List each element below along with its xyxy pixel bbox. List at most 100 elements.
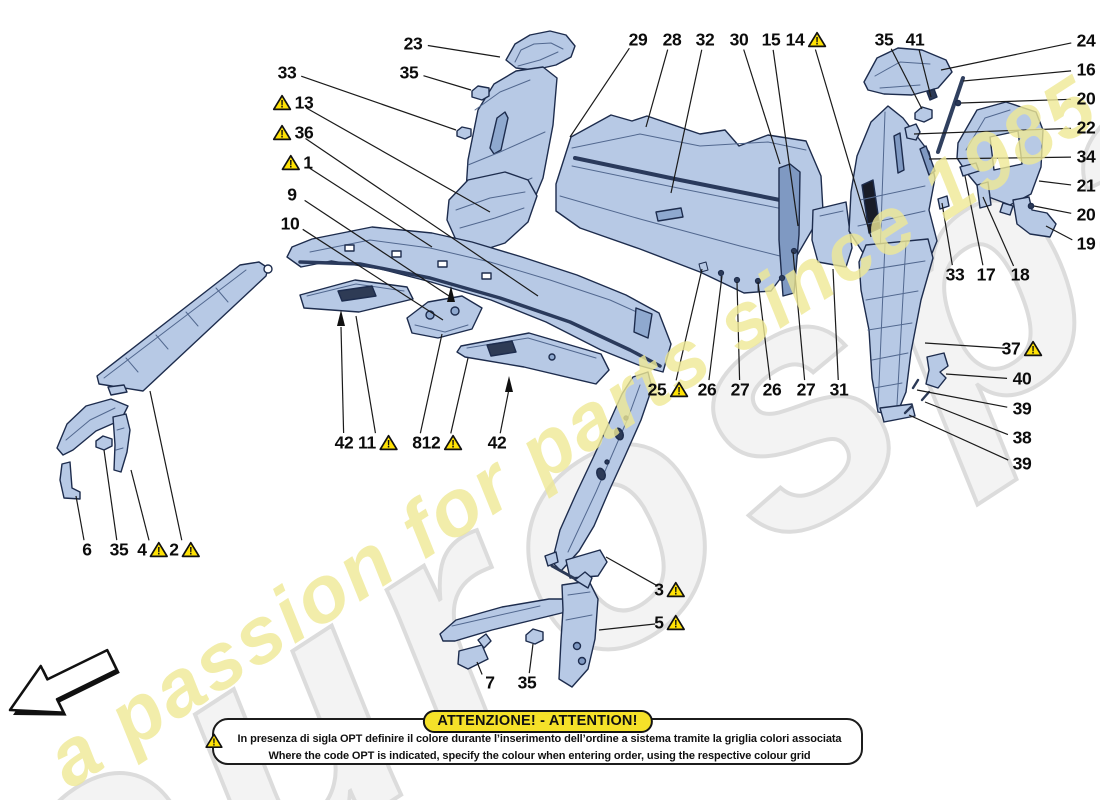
callout-number: 35 (399, 62, 419, 83)
svg-text:!: ! (387, 439, 391, 451)
part-cube-35c (914, 106, 933, 123)
part-bracket-40 (925, 352, 949, 389)
svg-text:!: ! (815, 36, 819, 48)
callout-32-10: 32 (696, 31, 715, 49)
leader-line-4 (130, 469, 150, 541)
leader-line-28 (645, 49, 669, 128)
callout-number: 4 (137, 539, 147, 560)
leader-line-24 (940, 42, 1072, 71)
svg-text:!: ! (677, 386, 681, 398)
leader-line-26 (757, 281, 771, 381)
callout-number: 39 (1012, 453, 1032, 474)
callout-number: 16 (1076, 59, 1096, 80)
warning-icon: ! (272, 95, 292, 112)
warning-icon: ! (379, 435, 398, 452)
callout-number: 35 (109, 539, 129, 560)
callout-number: 18 (1010, 264, 1030, 285)
part-visor-trim-4 (56, 398, 131, 473)
leader-line-37 (924, 342, 1008, 349)
leader-line-27 (792, 251, 806, 381)
callout-number: 7 (485, 672, 495, 693)
part-clip-22 (904, 123, 921, 141)
leader-line-1 (309, 167, 433, 248)
part-pin-38 (920, 390, 931, 402)
attention-title: ATTENZIONE! - ATTENTION! (422, 710, 653, 733)
callout-number: 32 (695, 29, 715, 50)
leader-line-3 (605, 556, 657, 586)
callout-39-29: 39 (1013, 400, 1032, 418)
callout-number: 24 (1076, 30, 1096, 51)
part-clip-18 (976, 181, 992, 209)
leader-line-20 (960, 98, 1072, 104)
part-sun-visor-right (456, 332, 610, 385)
callout-number: 21 (1076, 175, 1096, 196)
leader-line-33 (941, 202, 953, 266)
callout-42-38: 42 (335, 434, 354, 452)
leader-line-23 (427, 44, 501, 58)
part-clip-33 (937, 195, 950, 210)
leader-line-42 (340, 326, 345, 434)
leader-line-42 (499, 383, 511, 434)
svg-text:!: ! (674, 586, 678, 598)
callout-27-36: 27 (797, 381, 816, 399)
leader-line-32 (670, 49, 703, 194)
svg-text:!: ! (289, 159, 293, 171)
callout-number: 26 (762, 379, 782, 400)
warning-icon: ! (205, 733, 223, 749)
callout-number: 2 (169, 539, 179, 560)
leader-line-6 (75, 495, 85, 541)
leader-line-35 (103, 449, 118, 541)
callout-5-48: 5! (654, 612, 686, 633)
part-parcel-cap (863, 47, 953, 96)
callout-number: 3 (654, 579, 664, 600)
part-headliner (286, 226, 672, 373)
callout-2-46: 2! (169, 539, 201, 560)
callout-31-37: 31 (830, 381, 849, 399)
callout-34-20: 34 (1077, 148, 1096, 166)
callout-number: 12 (421, 432, 441, 453)
leader-line-35 (890, 48, 923, 110)
leader-line-26 (708, 275, 723, 381)
part-cube-35e (525, 628, 544, 645)
leader-line-29 (569, 47, 630, 138)
callout-number: 36 (294, 122, 314, 143)
leader-line-17 (964, 175, 984, 266)
callout-7-49: 7 (485, 672, 495, 693)
warning-icon: ! (807, 32, 827, 49)
part-quarter-trim-upper (848, 105, 938, 270)
attention-box: ! ATTENZIONE! - ATTENTION! In presenza d… (205, 710, 863, 765)
callout-18-26: 18 (1011, 266, 1030, 284)
svg-text:!: ! (280, 129, 284, 141)
leader-line-41 (918, 49, 932, 98)
leader-line-19 (1045, 225, 1073, 241)
callout-26-33: 26 (698, 381, 717, 399)
warning-icon: ! (281, 155, 300, 172)
callout-number: 39 (1012, 398, 1032, 419)
leader-line-27 (736, 281, 741, 381)
leader-line-22 (913, 127, 1072, 135)
callout-38-30: 38 (1013, 429, 1032, 447)
callout-11-39: 11! (358, 434, 398, 452)
svg-text:!: ! (280, 99, 284, 111)
warning-icon: ! (1023, 341, 1043, 358)
callout-33-24: 33 (946, 266, 965, 284)
callout-number: 5 (654, 612, 664, 633)
callout-4-45: 4! (137, 539, 169, 560)
leader-line-38 (924, 401, 1009, 436)
leader-line-33 (301, 75, 457, 131)
callout-number: 20 (1076, 204, 1096, 225)
part-quarter-window-panel (811, 201, 853, 268)
leader-line-12 (450, 357, 469, 434)
callout-20-18: 20 (1077, 90, 1096, 108)
leader-line-39 (908, 414, 1009, 461)
callout-number: 30 (729, 29, 749, 50)
leader-line-35 (528, 643, 534, 674)
leader-line-20 (1033, 205, 1072, 214)
part-pin-39a (911, 378, 920, 390)
part-screw-20a (954, 99, 962, 107)
leader-line-5 (598, 623, 656, 631)
callout-number: 25 (647, 379, 667, 400)
callout-13-3: !13 (272, 94, 314, 112)
svg-text:!: ! (157, 546, 161, 558)
